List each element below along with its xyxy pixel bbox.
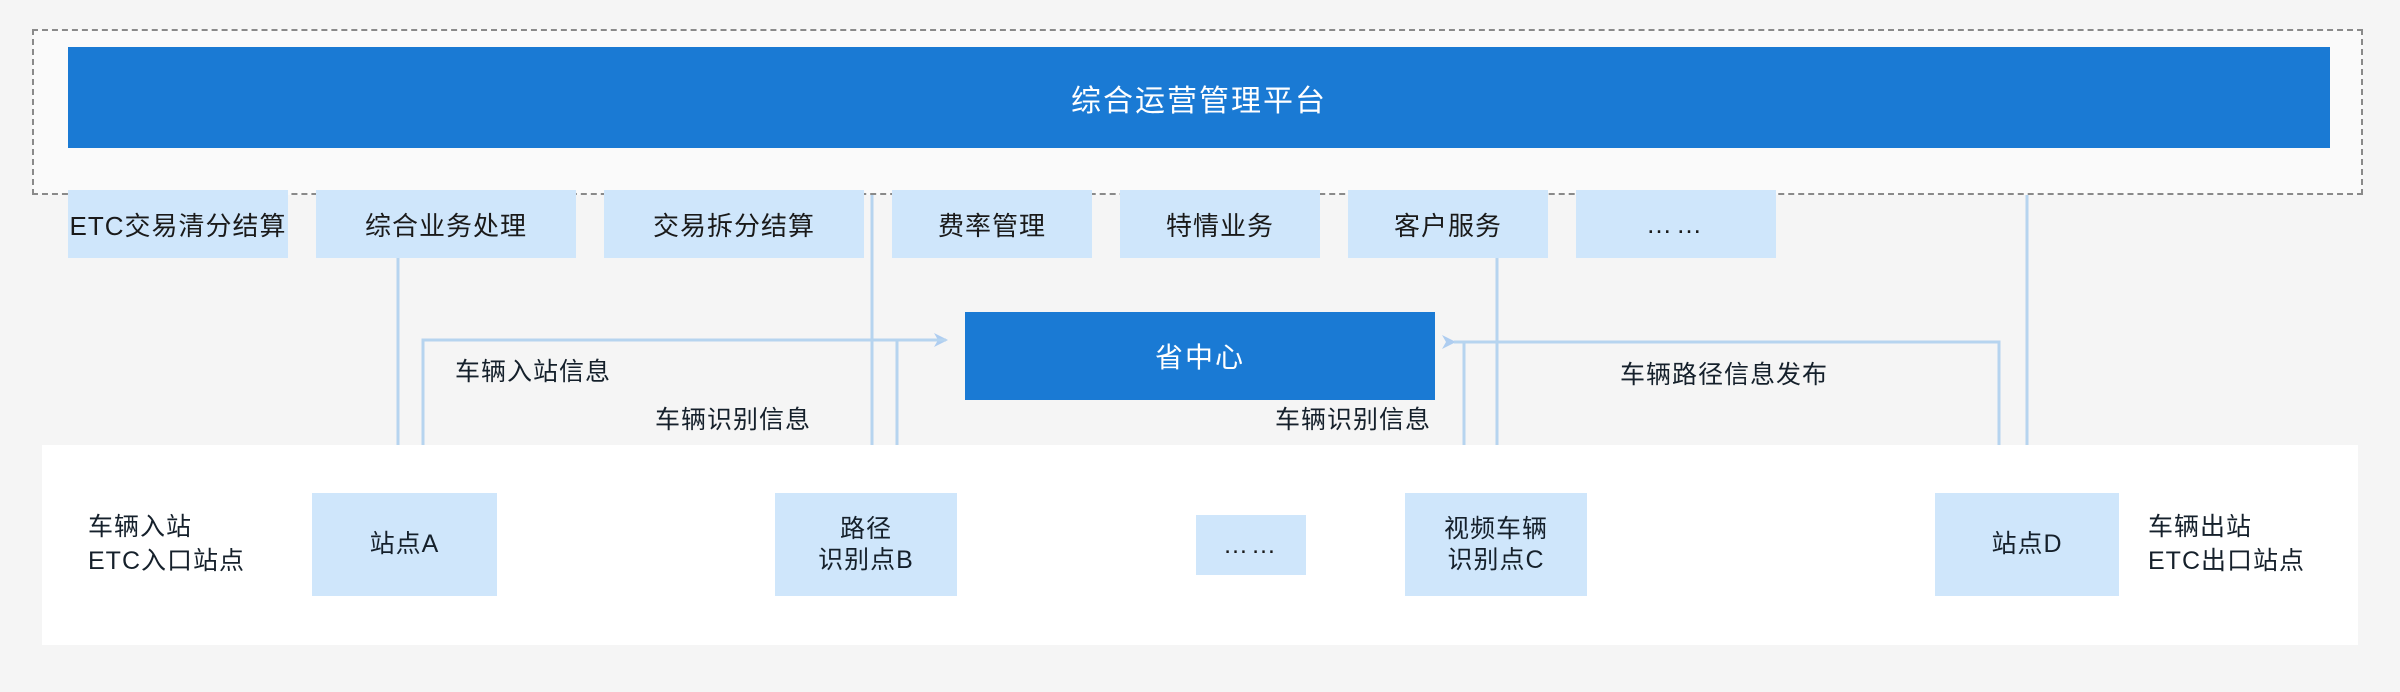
flow-label-vehicle-entry-info: 车辆入站信息 bbox=[455, 358, 612, 386]
station-label-line-1: 站点D bbox=[1991, 530, 2063, 559]
module-label: 交易拆分结算 bbox=[652, 210, 815, 241]
entry-caption: 车辆入站 ETC入口站点 bbox=[88, 493, 318, 596]
module-label: …… bbox=[1646, 208, 1706, 239]
province-center-label: 省中心 bbox=[1154, 342, 1245, 373]
module-label: 综合业务处理 bbox=[364, 210, 527, 241]
station-box-a[interactable]: 站点A bbox=[312, 493, 497, 596]
integrated-operations-platform-bar[interactable]: 综合运营管理平台 bbox=[68, 47, 2330, 148]
station-box-d[interactable]: 站点D bbox=[1935, 493, 2119, 596]
module-box-rate-management[interactable]: 费率管理 bbox=[892, 190, 1092, 258]
module-label: 费率管理 bbox=[937, 210, 1046, 241]
module-box-integrated-business[interactable]: 综合业务处理 bbox=[316, 190, 576, 258]
module-box-more[interactable]: …… bbox=[1576, 190, 1776, 258]
module-box-customer-service[interactable]: 客户服务 bbox=[1348, 190, 1548, 258]
module-box-transaction-split[interactable]: 交易拆分结算 bbox=[604, 190, 864, 258]
entry-caption-line-2: ETC入口站点 bbox=[88, 546, 246, 575]
station-box-video-point-c[interactable]: 视频车辆 识别点C bbox=[1405, 493, 1587, 596]
station-label-line-1: 视频车辆 bbox=[1443, 515, 1548, 543]
exit-caption-line-2: ETC出口站点 bbox=[2148, 546, 2306, 575]
module-label: 客户服务 bbox=[1393, 210, 1502, 241]
station-label-line-1: …… bbox=[1223, 530, 1279, 559]
module-label: ETC交易清分结算 bbox=[69, 210, 287, 241]
module-label: 特情业务 bbox=[1165, 210, 1274, 241]
module-box-etc-settlement[interactable]: ETC交易清分结算 bbox=[68, 190, 288, 258]
province-center-box[interactable]: 省中心 bbox=[965, 312, 1435, 400]
station-box-ellipsis[interactable]: …… bbox=[1196, 515, 1306, 575]
station-label-line-2: 识别点B bbox=[818, 545, 914, 574]
station-label-line-2: 识别点C bbox=[1447, 545, 1545, 574]
exit-caption-line-1: 车辆出站 bbox=[2148, 512, 2253, 541]
flow-label-vehicle-id-info-b: 车辆识别信息 bbox=[655, 406, 812, 434]
entry-caption-line-1: 车辆入站 bbox=[88, 512, 193, 541]
station-label-line-1: 路径 bbox=[839, 515, 892, 543]
station-label-line-1: 站点A bbox=[369, 530, 440, 559]
platform-title: 综合运营管理平台 bbox=[1071, 84, 1327, 118]
station-box-path-point-b[interactable]: 路径 识别点B bbox=[775, 493, 957, 596]
module-box-special-situation[interactable]: 特情业务 bbox=[1120, 190, 1320, 258]
flow-label-vehicle-id-info-c: 车辆识别信息 bbox=[1275, 406, 1432, 434]
exit-caption: 车辆出站 ETC出口站点 bbox=[2148, 493, 2378, 596]
flow-label-route-info-publish: 车辆路径信息发布 bbox=[1620, 361, 1829, 389]
